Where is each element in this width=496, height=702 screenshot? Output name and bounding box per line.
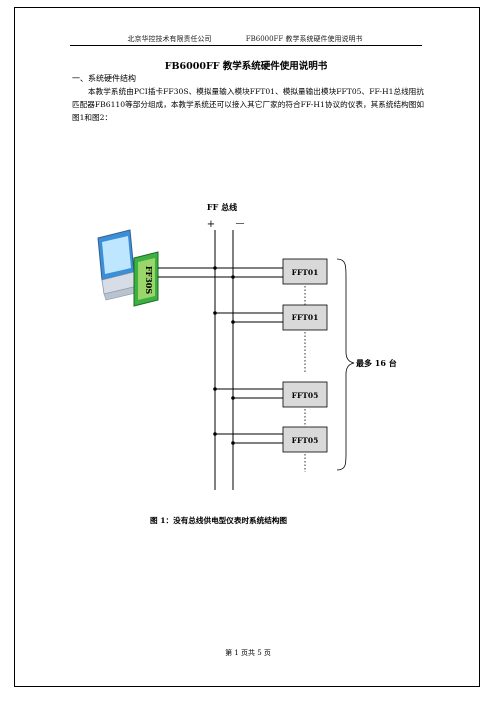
module-label-4: FFT05 bbox=[292, 436, 319, 445]
module-label-1: FFT01 bbox=[292, 268, 319, 277]
page-header: 北京华控技术有限责任公司 FB6000FF 教学系统硬件使用说明书 bbox=[70, 34, 420, 44]
bus-label: FF 总线 bbox=[207, 202, 237, 212]
module-label-2: FFT01 bbox=[292, 313, 319, 322]
bus-plus-sign: + bbox=[207, 219, 215, 230]
page-footer: 第 1 页共 5 页 bbox=[225, 649, 271, 657]
module-box-2 bbox=[282, 304, 328, 331]
intro-paragraph: 本教学系统由PCI插卡FF30S、模拟量输入模块FFT01、模拟量输出模块FFT… bbox=[72, 87, 424, 122]
header-doc-name: FB6000FF 教学系统硬件使用说明书 bbox=[245, 35, 363, 43]
section-heading: 一、系统硬件结构 bbox=[72, 74, 136, 83]
ff30s-card-label: FF30S bbox=[144, 266, 154, 294]
page-border bbox=[14, 7, 480, 687]
module-label-3: FFT05 bbox=[292, 391, 319, 400]
figure-caption: 图 1：没有总线供电型仪表时系统结构图 bbox=[150, 516, 288, 525]
header-rule bbox=[70, 45, 422, 46]
ff30s-card-icon: FF30S bbox=[133, 251, 159, 307]
header-company: 北京华控技术有限责任公司 bbox=[127, 35, 212, 43]
module-box-1 bbox=[282, 258, 328, 285]
module-box-4 bbox=[282, 426, 328, 453]
bus-minus-sign: — bbox=[236, 219, 245, 229]
max-devices-label: 最多 16 台 bbox=[356, 358, 397, 368]
document-title: FB6000FF 教学系统硬件使用说明书 bbox=[164, 61, 328, 72]
module-group-brace bbox=[336, 258, 355, 471]
module-box-3 bbox=[282, 381, 328, 408]
